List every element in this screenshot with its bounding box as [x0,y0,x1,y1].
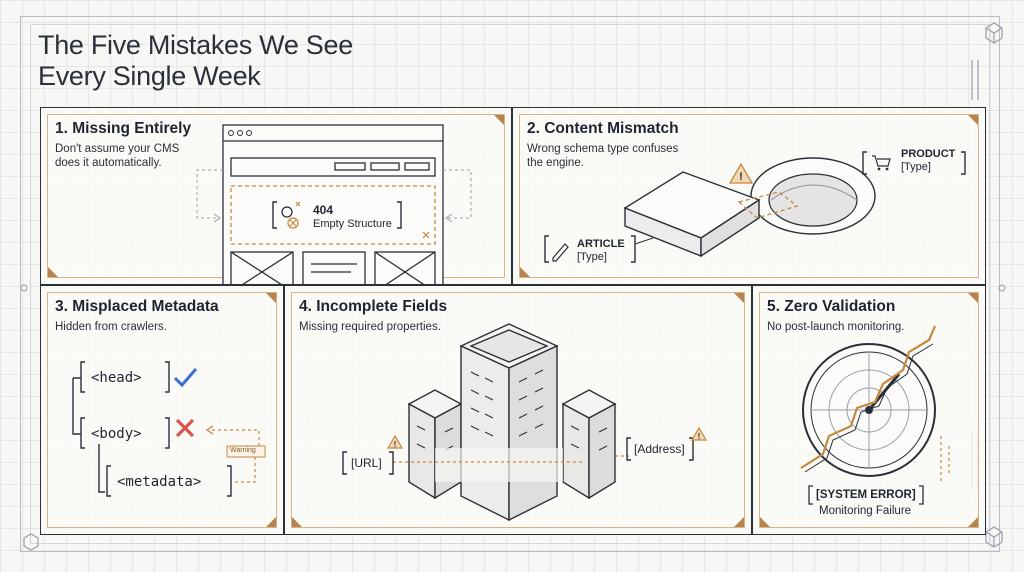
system-error-label: [SYSTEM ERROR] [816,489,916,501]
dom-tree-illustration [72,361,266,497]
panel-title: 2. Content Mismatch [527,120,679,137]
panel-title: 3. Misplaced Metadata [55,298,219,315]
product-type: [Type] [901,161,931,173]
broken-gauge-illustration [800,325,950,505]
panel-title: 5. Zero Validation [767,298,896,315]
svg-text:!: ! [739,171,743,183]
page-title: The Five Mistakes We See Every Single We… [38,30,353,92]
puzzle-building-illustration: ! ! [342,323,708,522]
article-label: ARTICLE [577,238,625,250]
panel-missing-entirely: 1. Missing Entirely Don't assume your CM… [40,107,512,285]
panel-misplaced-metadata: 3. Misplaced Metadata Hidden from crawle… [40,285,284,535]
panel-incomplete-fields: 4. Incomplete Fields Missing required pr… [284,285,752,535]
article-type: [Type] [577,251,607,263]
panel-content-mismatch: 2. Content Mismatch Wrong schema type co… [512,107,986,285]
metadata-tag: <metadata> [117,474,202,490]
error-code: 404 [313,203,334,217]
error-text: Empty Structure [313,218,392,230]
panel-subtitle: Missing required properties. [299,321,441,333]
square-peg-illustration: ! [544,151,966,263]
panel-subtitle: No post-launch monitoring. [767,321,905,333]
svg-text:!: ! [698,432,701,441]
url-field-label: [URL] [351,456,382,470]
system-error-subtext: Monitoring Failure [819,505,912,517]
panel-subtitle: Don't assume your CMS does it automatica… [55,143,180,169]
panel-title: 1. Missing Entirely [55,120,192,137]
svg-text:!: ! [394,440,397,449]
panel-title: 4. Incomplete Fields [299,298,448,315]
page-title-line1: The Five Mistakes We See [38,30,353,60]
warning-badge: Warning [230,447,256,454]
page-title-line2: Every Single Week [38,61,261,91]
address-field-label: [Address] [634,442,685,456]
panel-subtitle: Wrong schema type confuses the engine. [527,143,679,169]
panel-zero-validation: 5. Zero Validation No post-launch monito… [752,285,986,535]
body-tag: <body> [91,426,142,442]
head-tag: <head> [91,370,142,386]
product-label: PRODUCT [901,148,956,160]
panel-subtitle: Hidden from crawlers. [55,321,167,333]
browser-wireframe-illustration [196,124,472,284]
